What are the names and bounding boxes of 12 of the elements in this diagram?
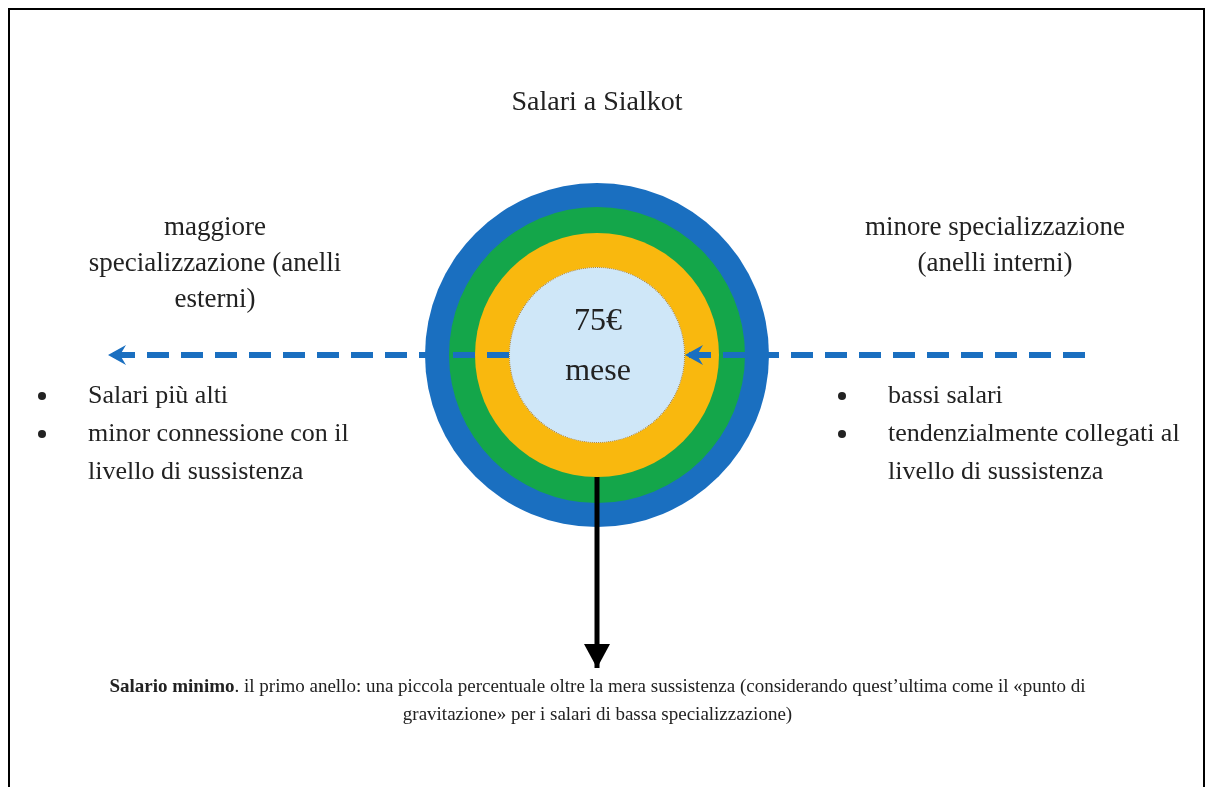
caption-text: Salario minimo. il primo anello: una piccola percentuale oltre la mera sussistenza (considerando quest’ultima come il «punto di gravitazione» per i salari di bassa specializzazione) xyxy=(100,672,1095,728)
bullet-text: Salari più alti xyxy=(88,380,229,409)
arrow xyxy=(108,345,509,365)
arrow xyxy=(685,345,1085,365)
arrow xyxy=(584,477,610,668)
bullet-text: minor connessione con il livello di sussistenza xyxy=(88,418,349,485)
bullet-text: tendenzialmente collegati al livello di sussistenza xyxy=(888,418,1180,485)
amount-text: 75€ mese xyxy=(564,300,632,389)
heading-text: maggiore specializzazione (anelli esterni) xyxy=(87,210,343,315)
title: Salari a Sialkot xyxy=(510,85,684,117)
bullet-text: bassi salari xyxy=(888,380,1003,409)
heading-text: minore specializzazione (anelli interni) xyxy=(863,210,1127,279)
